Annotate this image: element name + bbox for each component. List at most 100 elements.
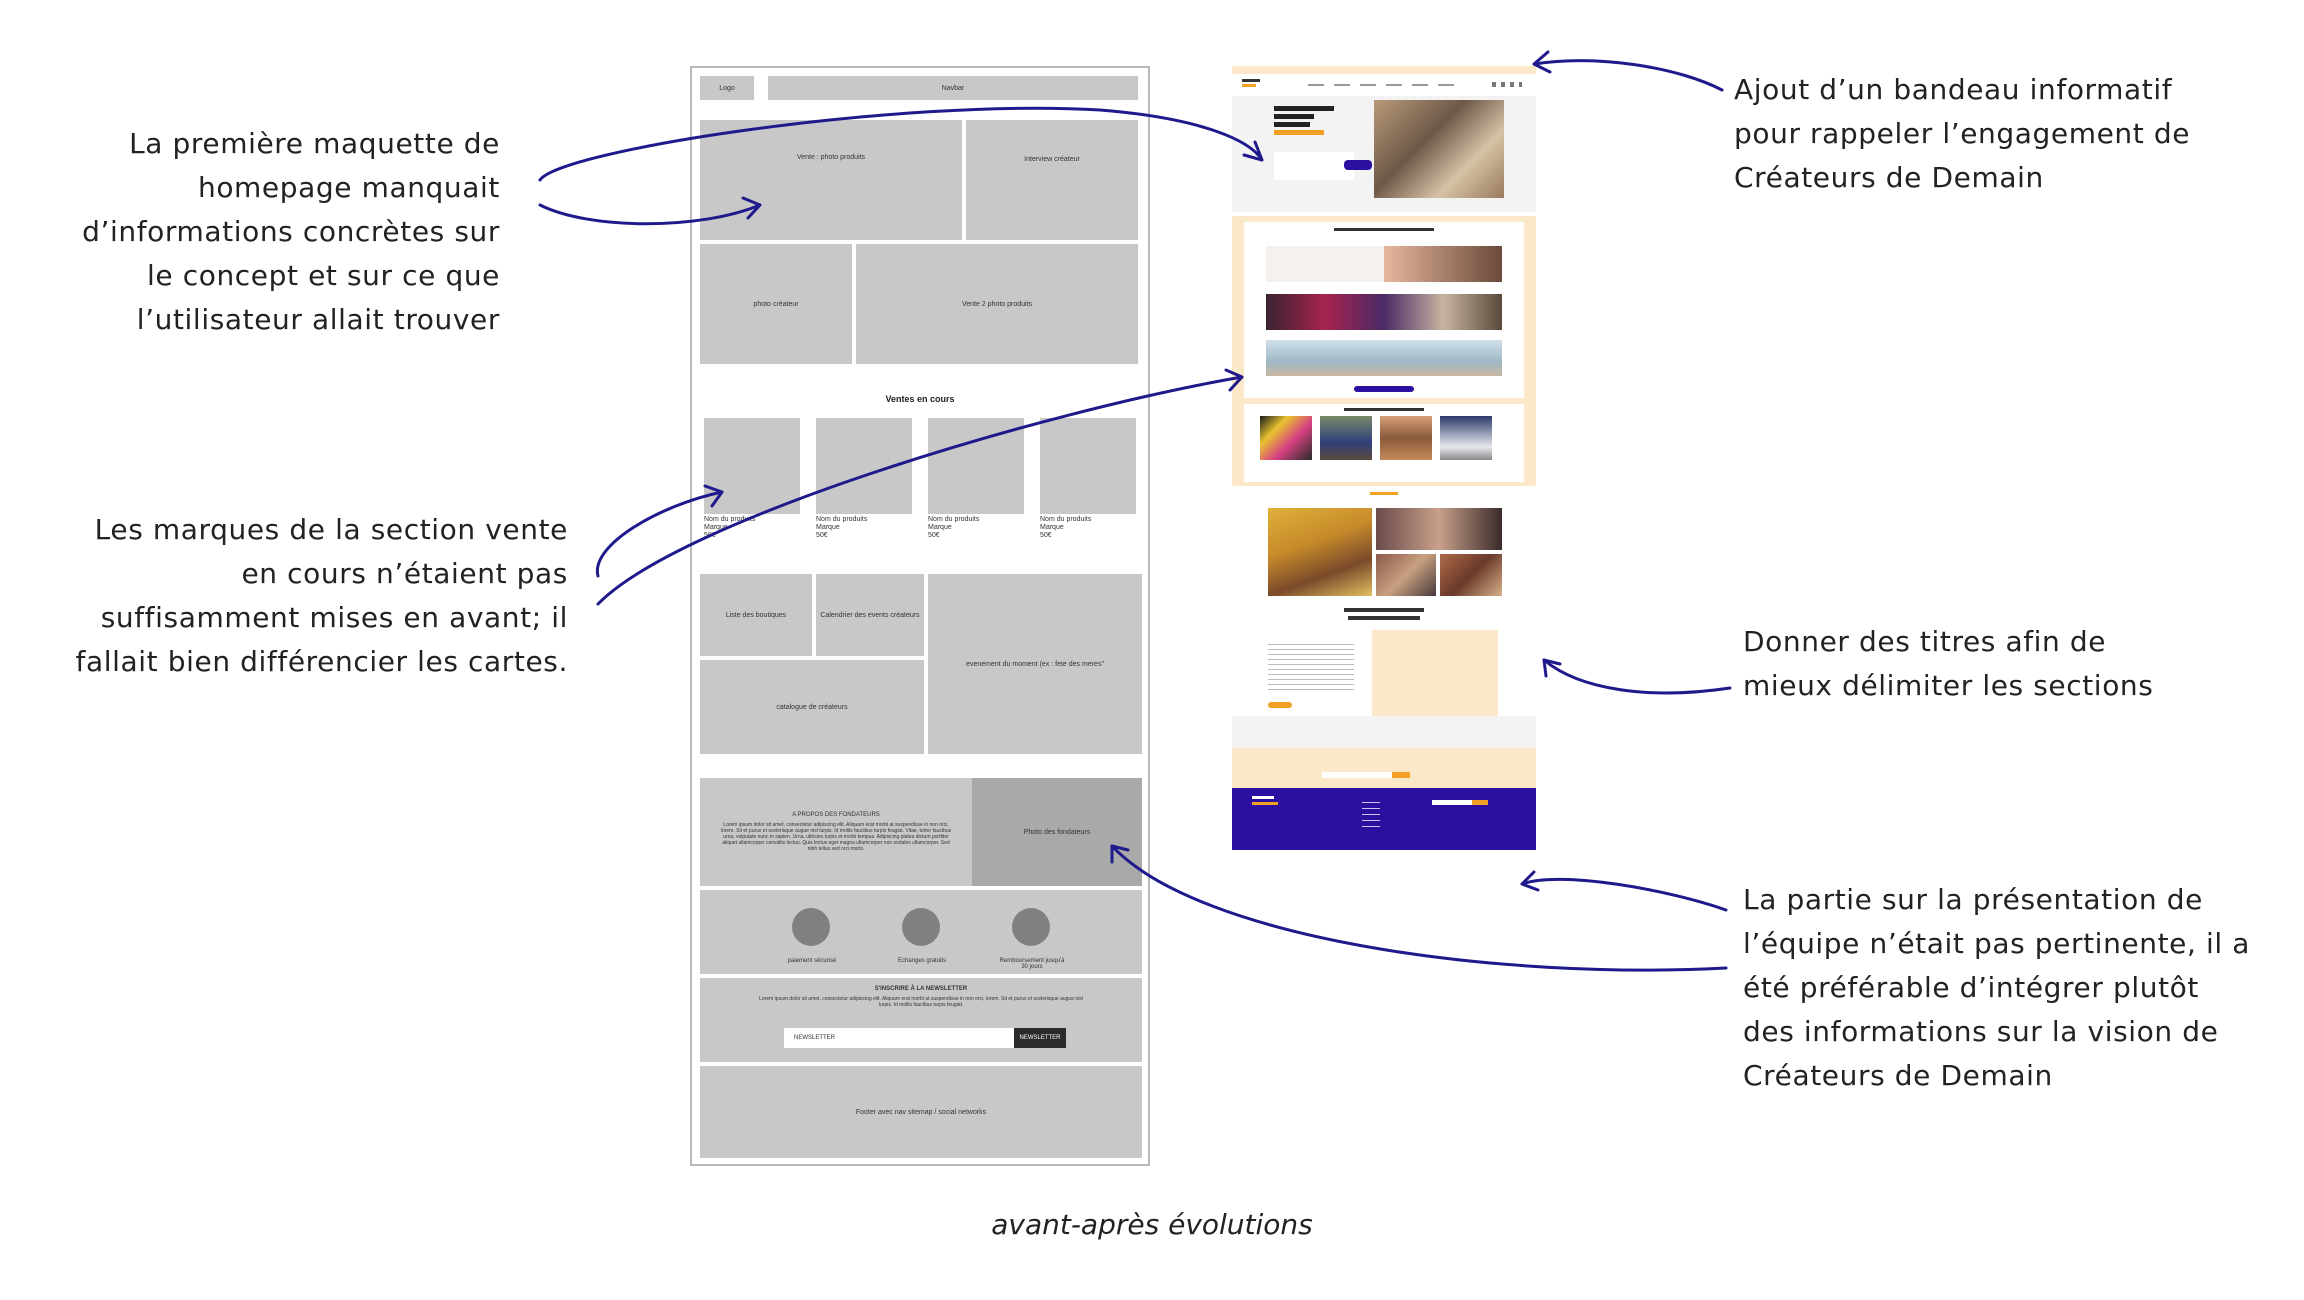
wire-product-price: 50€ (816, 532, 828, 539)
wire-hero-interview-label: Interview créateur (1024, 156, 1080, 163)
wire-newsletter (700, 978, 1142, 1062)
mock-creator-photo[interactable] (1376, 554, 1436, 596)
info-banner (1232, 66, 1536, 74)
note-line: été préférable d’intégrer plutôt (1743, 971, 2199, 1004)
wire-newsletter-input[interactable]: NEWSLETTER (784, 1028, 1014, 1048)
mock-hero (1232, 96, 1536, 212)
mock-vision-title (1348, 616, 1420, 620)
wire-event-label: evenement du moment (ex : fete des meres… (966, 660, 1104, 668)
note-line: La première maquette de (129, 127, 500, 160)
note-line: en cours n’étaient pas (241, 557, 568, 590)
wire-newsletter-title: S'INSCRIRE À LA NEWSLETTER (874, 986, 968, 992)
wire-hero-sale-2: Vente 2 photo produits (856, 244, 1138, 364)
arrow-sales-to-wire (595, 490, 724, 578)
mock-top-item[interactable] (1260, 416, 1312, 460)
mock-newsletter-button[interactable] (1392, 772, 1410, 778)
mock-nav (1308, 84, 1458, 86)
note-line: Les marques de la section vente (94, 513, 568, 546)
wire-calendar: Calendrier des events créateurs (816, 574, 924, 656)
note-line: Créateurs de Demain (1734, 161, 2044, 194)
wire-founders-photo: Photo des fondateurs (972, 778, 1142, 886)
wire-product-name: Nom du produits (704, 516, 756, 523)
wire-newsletter-button[interactable]: NEWSLETTER (1014, 1028, 1066, 1048)
arrow-head (1520, 870, 1540, 892)
mock-sale-card[interactable] (1266, 340, 1502, 376)
wire-logo-label: Logo (719, 84, 735, 92)
wire-product-brand: Marque (928, 524, 952, 531)
note-line: d’informations concrètes sur (82, 215, 500, 248)
wire-about-text: Lorem ipsum dolor sit amet, consectetur … (720, 822, 952, 852)
note-homepage-lacked-info: La première maquette de homepage manquai… (40, 122, 500, 342)
arrow-homepage-to-wire (538, 203, 762, 226)
arrow-team-to-mock (1520, 877, 1728, 912)
wire-hero-sale-label: Vente : photo produits (796, 154, 866, 161)
wire-newsletter-input-label: NEWSLETTER (794, 1035, 836, 1041)
wire-newsletter-text: Lorem ipsum dolor sit amet, consectetur … (759, 996, 1083, 1008)
mock-sales-button[interactable] (1354, 386, 1414, 392)
mock-top-item[interactable] (1320, 416, 1372, 460)
mock-top-item[interactable] (1380, 416, 1432, 460)
wire-product-brand: Marque (816, 524, 840, 531)
note-line: l’équipe n’était pas pertinente, il a (1743, 927, 2251, 960)
arrow-sales-to-mock (596, 375, 1244, 606)
mock-hero-button[interactable] (1344, 160, 1372, 170)
wire-about-title: A PROPOS DES FONDATEURS (792, 812, 880, 818)
wire-hero-creator-photo: photo créateur (700, 244, 852, 364)
mock-top-item[interactable] (1440, 416, 1492, 460)
wire-newsletter-button-label: NEWSLETTER (1019, 1035, 1061, 1041)
note-line: mieux délimiter les sections (1743, 669, 2154, 702)
mock-header-icons (1492, 82, 1522, 87)
wire-product-name: Nom du produits (928, 516, 980, 523)
caption: avant-après évolutions (991, 1208, 1313, 1241)
note-line: des informations sur la vision de (1743, 1015, 2219, 1048)
note-section-titles: Donner des titres afin de mieux délimite… (1743, 620, 2243, 708)
mock-hero-photo (1374, 100, 1504, 198)
mock-sale-card[interactable] (1266, 246, 1502, 282)
mock-vision-button[interactable] (1268, 702, 1292, 708)
mock-newsletter-input[interactable] (1322, 772, 1392, 778)
arrow-team-to-wire (1110, 844, 1728, 972)
note-line: le concept et sur ce que (147, 259, 500, 292)
mock-sale-card[interactable] (1266, 294, 1502, 330)
mock-sales-section (1232, 216, 1536, 486)
mock-footer-button[interactable] (1472, 800, 1488, 805)
mock-creator-photo[interactable] (1376, 508, 1502, 550)
mock-creator-photo[interactable] (1440, 554, 1502, 596)
arrow-titles (1542, 658, 1732, 695)
arrow-homepage-to-hero (538, 106, 1264, 182)
note-line: fallait bien différencier les cartes. (75, 645, 568, 678)
arrow-head (1532, 50, 1552, 74)
wire-event: evenement du moment (ex : fete des meres… (928, 574, 1142, 754)
wire-reassurance-icon (902, 908, 940, 946)
wire-about-founders: A PROPOS DES FONDATEURS Lorem ipsum dolo… (700, 778, 972, 886)
wire-navbar-label: Navbar (941, 84, 965, 92)
wire-product-price: 50€ (1040, 532, 1052, 539)
mock-footer-input[interactable] (1432, 800, 1472, 805)
wire-footer-label: Footer avec nav sitemap / social network… (855, 1108, 987, 1116)
wire-logo: Logo (700, 76, 754, 100)
wire-product-card (704, 418, 800, 514)
note-line: suffisamment mises en avant; il (100, 601, 568, 634)
note-line: Ajout d’un bandeau informatif (1734, 73, 2173, 106)
note-line: La partie sur la présentation de (1743, 883, 2203, 916)
note-brands-sales-section: Les marques de la section vente en cours… (8, 508, 568, 684)
wire-hero-sale-2-label: Vente 2 photo produits (961, 300, 1033, 308)
wire-footer: Footer avec nav sitemap / social network… (700, 1066, 1142, 1158)
wire-shops-list: Liste des boutiques (700, 574, 812, 656)
wire-reassurance-label: Echanges gratuits (897, 958, 947, 964)
note-info-banner: Ajout d’un bandeau informatif pour rappe… (1734, 68, 2274, 200)
wire-catalogue: catalogue de créateurs (700, 660, 924, 754)
wire-reassurance-icon (1012, 908, 1050, 946)
wire-sales-title: Ventes en cours (885, 394, 955, 404)
wire-product-card (928, 418, 1024, 514)
arrow-head (703, 484, 724, 508)
mock-creator-photo[interactable] (1268, 508, 1372, 596)
note-line: homepage manquait (197, 171, 500, 204)
arrow-head (1110, 844, 1130, 864)
note-line: Donner des titres afin de (1743, 625, 2107, 658)
arrow-banner (1532, 59, 1724, 92)
mock-vision-title (1344, 608, 1424, 612)
wire-shops-label: Liste des boutiques (725, 611, 787, 619)
